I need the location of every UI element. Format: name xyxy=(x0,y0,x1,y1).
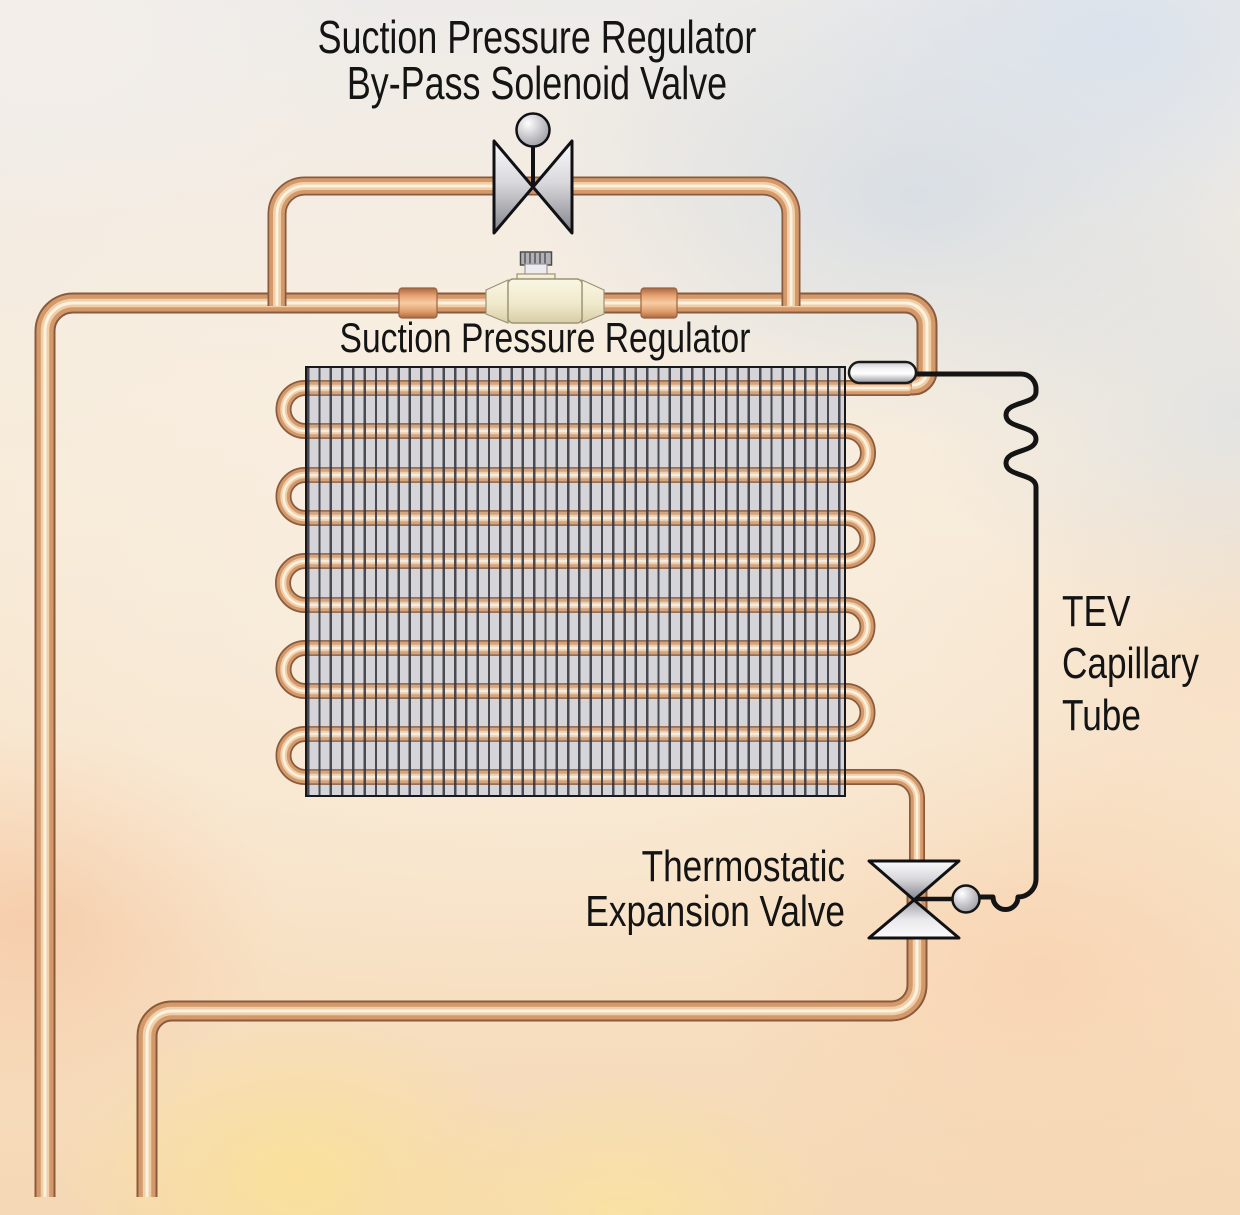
tev-icon xyxy=(867,859,961,940)
capillary-label-line3: Tube xyxy=(1062,691,1141,740)
regulator-label: Suction Pressure Regulator xyxy=(339,314,751,361)
pipe-coupling-left xyxy=(398,287,438,319)
tev-label-line2: Expansion Valve xyxy=(585,887,845,936)
tev-bulb-icon xyxy=(951,884,981,914)
liquid-line-pipe xyxy=(136,868,928,1197)
tev-label-line1: Thermostatic xyxy=(641,842,845,891)
pipe-coupling-right xyxy=(640,287,678,319)
evaporator-fins xyxy=(305,366,846,797)
suction-line-pipe xyxy=(34,292,938,1197)
solenoid-valve-icon xyxy=(492,112,574,235)
sensor-bulb-icon xyxy=(847,360,918,385)
heading-label: Suction Pressure Regulator By-Pass Solen… xyxy=(241,14,834,106)
heading-line2: By-Pass Solenoid Valve xyxy=(346,57,728,109)
capillary-tube-line xyxy=(895,371,1039,912)
capillary-label-line2: Capillary xyxy=(1062,639,1199,688)
regulator-icon xyxy=(398,251,678,324)
heading-line1: Suction Pressure Regulator xyxy=(317,11,757,63)
capillary-label: TEV Capillary Tube xyxy=(1062,586,1199,742)
tev-label: Thermostatic Expansion Valve xyxy=(525,844,845,934)
capillary-label-line1: TEV xyxy=(1062,587,1131,636)
